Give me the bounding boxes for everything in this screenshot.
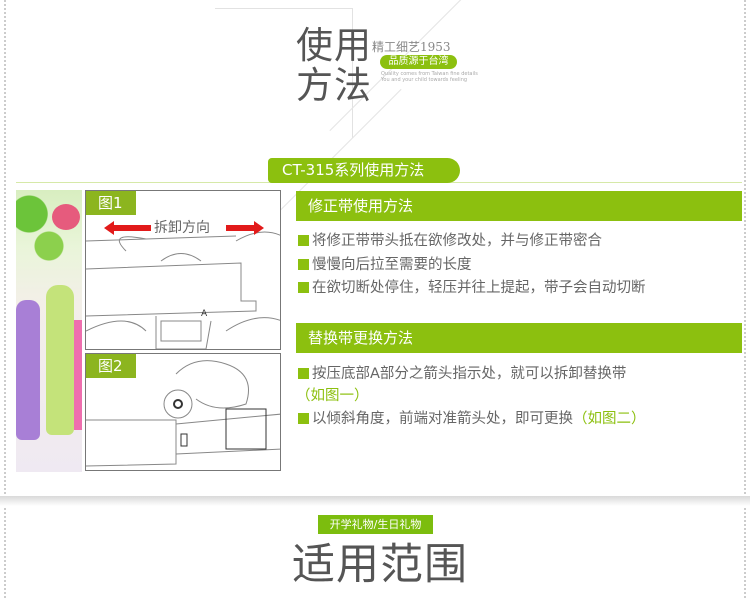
product-photo: [16, 190, 82, 472]
left-dotted-border: [4, 0, 6, 598]
tape-removal-illustration: A: [86, 221, 280, 349]
bullet-icon: [298, 282, 309, 293]
figure-1: A 图1 拆卸方向: [85, 190, 281, 350]
removal-direction-caption: 拆卸方向: [154, 220, 210, 236]
origin-badge: 品质源于台湾: [380, 55, 457, 69]
replace-step: 按压底部A部分之箭头指示处，就可以拆卸替换带: [298, 362, 626, 383]
usage-step: 在欲切断处停住，轻压并往上提起，带子会自动切断: [298, 276, 646, 297]
usage-step: 将修正带带头抵在欲修改处，并与修正带密合: [298, 229, 602, 250]
bullet-icon: [298, 413, 309, 424]
svg-text:A: A: [201, 309, 208, 319]
figure-label: 图1: [86, 191, 136, 215]
bullet-icon: [298, 368, 309, 379]
figure-2: 图2: [85, 353, 281, 471]
section-title: 适用范围: [292, 540, 468, 590]
occasion-tag: 开学礼物/生日礼物: [318, 515, 433, 534]
section-divider: [0, 496, 750, 506]
usage-heading: 修正带使用方法: [296, 191, 742, 221]
replace-heading: 替换带更换方法: [296, 323, 742, 353]
figure-reference: （如图一）: [296, 388, 369, 404]
subtitle: 精工细艺1953: [372, 40, 451, 54]
replace-step: 以倾斜角度，前端对准箭头处，即可更换（如图二）: [298, 407, 646, 428]
bullet-icon: [298, 259, 309, 270]
figure-label: 图2: [86, 354, 136, 378]
decorative-frame: [215, 8, 353, 138]
tape-install-illustration: [86, 360, 280, 467]
usage-step: 慢慢向后拉至需要的长度: [298, 253, 472, 274]
bullet-icon: [298, 235, 309, 246]
page-title: 使用方法: [296, 24, 372, 107]
right-dotted-border: [744, 0, 746, 598]
section-tab: CT-315系列使用方法: [268, 158, 460, 183]
